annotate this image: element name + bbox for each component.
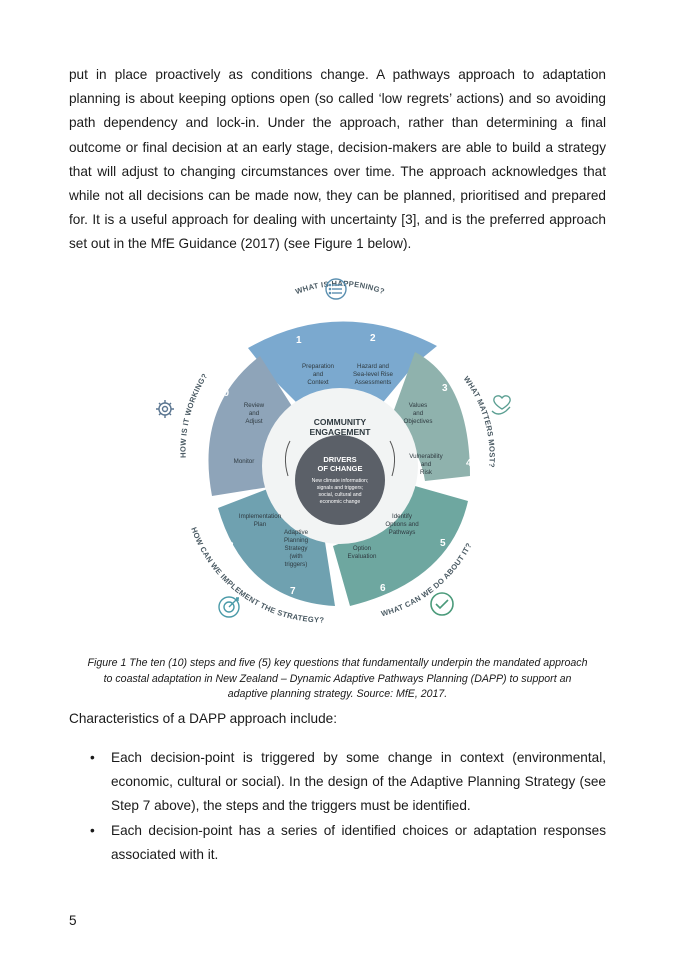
body-line: put in place proactively as conditions c… [69, 67, 606, 82]
page-number: 5 [69, 913, 77, 928]
step-number: 10 [218, 388, 230, 399]
drivers-text: social, cultural and [319, 492, 362, 498]
bullet-line: Each decision-point has a series of iden… [111, 822, 606, 838]
step-label: and [249, 410, 260, 417]
step-label: Context [307, 379, 329, 386]
list-item: • Each decision-point has a series of id… [90, 819, 606, 867]
step-number: 5 [440, 538, 446, 549]
step-label: and [413, 410, 424, 417]
question-label: HOW IS IT WORKING? [179, 372, 210, 458]
step-number: 2 [370, 333, 376, 344]
segment-top [248, 321, 437, 406]
segment-what-is-happening [248, 321, 437, 406]
drivers-text: economic change [320, 499, 361, 505]
list-icon [325, 278, 347, 300]
step-label: Hazard and [357, 363, 390, 370]
drivers-text: New climate information; [312, 478, 369, 484]
body-line: while not all decisions can be made now,… [69, 188, 606, 204]
body-line: outcome or final decision at an early st… [69, 139, 606, 155]
step-number: 3 [442, 383, 448, 394]
caption-line: adaptive planning strategy. Source: MfE,… [227, 688, 448, 701]
step-number: 8 [228, 541, 234, 552]
body-line: path dependency and lock-in. Under the a… [69, 115, 606, 131]
caption-line: to coastal adaptation in New Zealand – D… [103, 672, 572, 685]
bullet-line: associated with it. [111, 846, 219, 862]
step-label: triggers) [285, 561, 308, 568]
characteristics-list: • Each decision-point is triggered by so… [90, 746, 606, 867]
step-label: (with [289, 553, 303, 560]
checkmark-circle-icon [430, 592, 454, 616]
step-label: Vulnerability [409, 453, 443, 460]
step-number: 7 [290, 586, 296, 597]
step-number: 1 [296, 335, 302, 346]
step-label: Review [244, 402, 265, 409]
step-label: Pathways [389, 529, 416, 536]
drivers-title: OF CHANGE [318, 464, 363, 473]
step-number: 9 [200, 456, 206, 467]
step-label: Objectives [404, 418, 433, 425]
bullet-icon: • [90, 822, 95, 838]
step-label: Risk [420, 469, 433, 476]
bullet-line: Step 7 above), the steps and the trigger… [111, 798, 471, 814]
step-label: Values [409, 402, 427, 409]
step-label: Implementation [239, 513, 282, 520]
step-label: Sea-level Rise [353, 371, 393, 378]
characteristics-heading: Characteristics of a DAPP approach inclu… [69, 711, 337, 726]
step-label: Strategy [284, 545, 308, 552]
target-icon [218, 596, 240, 618]
body-line: for. It is a useful approach for dealing… [69, 212, 606, 228]
step-label: and [421, 461, 432, 468]
drivers-circle [295, 435, 385, 525]
segment-right-lower [333, 486, 468, 606]
body-line: set out in the MfE Guidance (2017) (see … [69, 236, 412, 252]
community-label: ENGAGEMENT [310, 427, 372, 437]
dapp-cycle-diagram: COMMUNITY ENGAGEMENT DRIVERS OF CHANGE N… [156, 278, 511, 624]
step-number: 6 [380, 583, 386, 594]
step-label: Planning [284, 537, 309, 544]
step-label: Adjust [245, 418, 262, 425]
segment-right-upper [390, 352, 470, 481]
hands-heart-icon [491, 395, 511, 415]
drivers-text: signals and triggers; [317, 485, 363, 491]
step-number: 4 [466, 458, 472, 469]
gear-icon [156, 400, 174, 418]
drivers-title: DRIVERS [323, 455, 356, 464]
step-label: Monitor [234, 458, 255, 465]
bullet-line: Each decision-point is triggered by some… [111, 750, 606, 765]
bullet-line: economic, cultural or social). In the de… [111, 774, 606, 790]
body-line: planning is about keeping options open (… [69, 91, 606, 107]
figure-caption: Figure 1 The ten (10) steps and five (5)… [66, 656, 609, 703]
segment-bottom-left [218, 488, 335, 606]
arrow-left-icon [284, 440, 291, 477]
arrow-right-icon [389, 440, 396, 477]
list-item: • Each decision-point is triggered by so… [90, 746, 606, 819]
step-label: Options and [385, 521, 419, 528]
step-label: Adaptive [284, 529, 309, 536]
community-label: COMMUNITY [314, 417, 367, 427]
step-label: Option [353, 545, 372, 552]
caption-line: Figure 1 The ten (10) steps and five (5)… [87, 657, 588, 669]
step-label: and [313, 371, 324, 378]
body-paragraph: put in place proactively as conditions c… [69, 63, 606, 257]
step-label: Assessments [355, 379, 392, 386]
step-label: Preparation [302, 363, 335, 370]
bullet-icon: • [90, 750, 95, 765]
body-line: that will adjust to changing circumstanc… [69, 163, 606, 179]
step-label: Plan [254, 521, 267, 528]
step-label: Evaluation [348, 553, 377, 560]
step-label: Identify [392, 513, 413, 520]
